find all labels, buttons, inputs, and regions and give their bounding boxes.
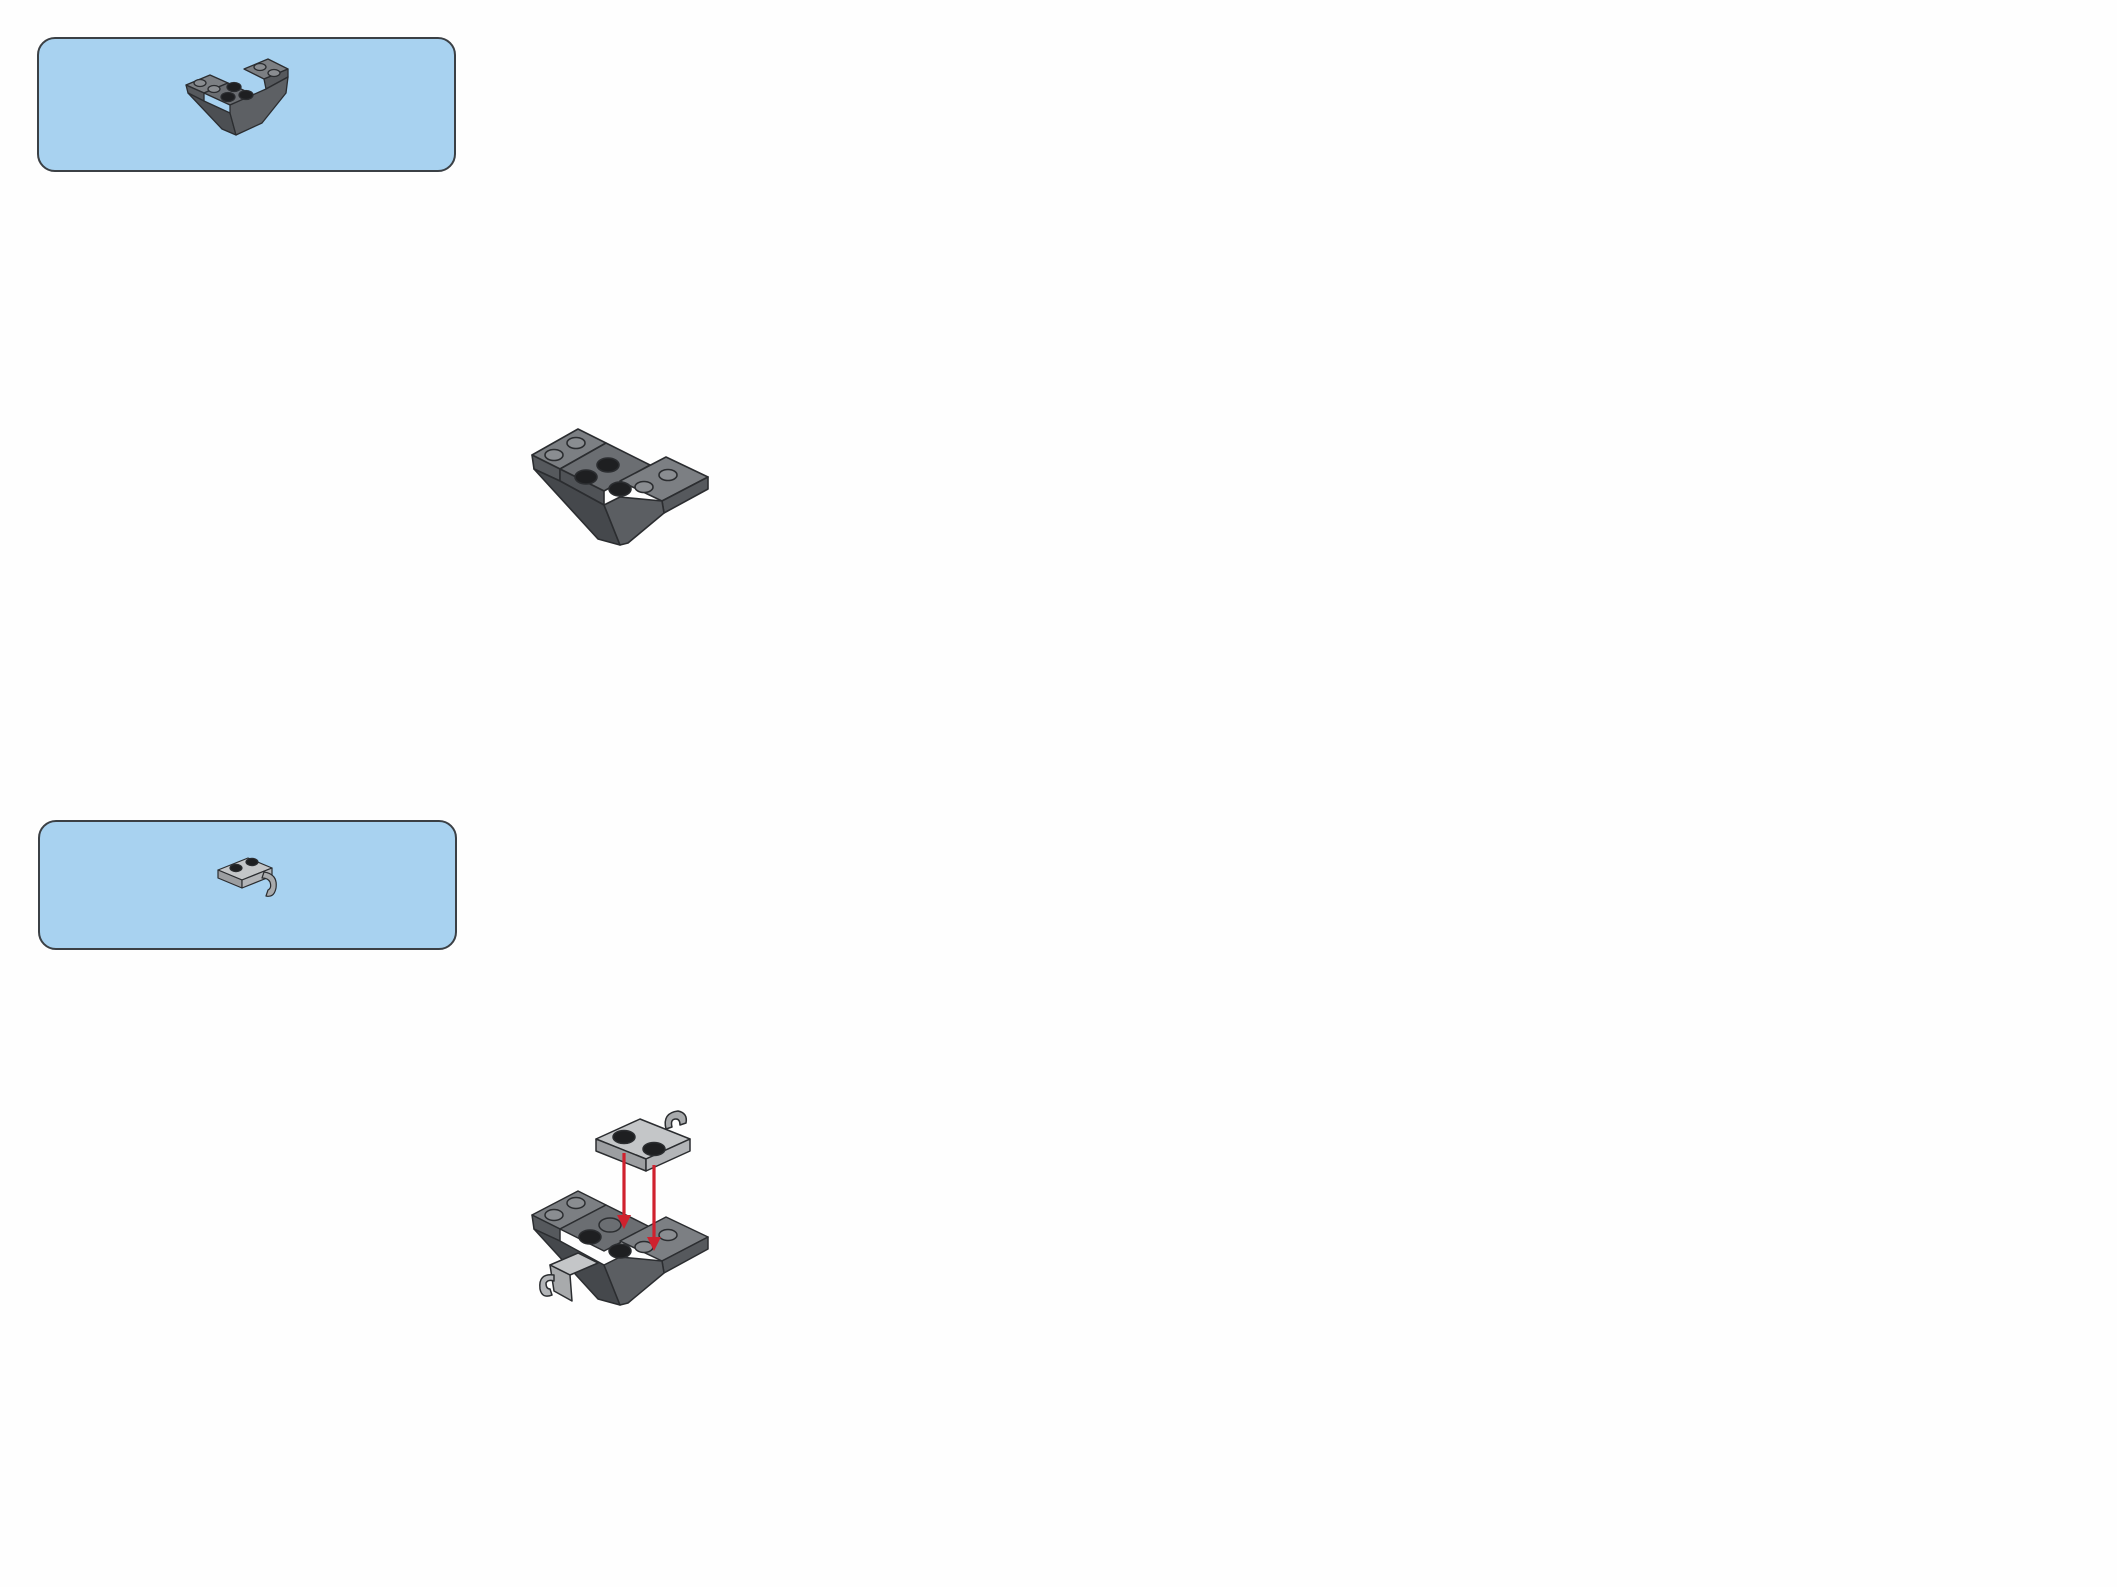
inverted-slope-brick-icon [182,53,312,153]
plate-with-clip-icon [212,850,286,910]
inverted-slope-assembly-icon [520,415,735,565]
parts-callout-2 [38,820,457,950]
clip-plate-attach-assembly-icon [520,1105,735,1335]
parts-callout-1 [37,37,456,172]
